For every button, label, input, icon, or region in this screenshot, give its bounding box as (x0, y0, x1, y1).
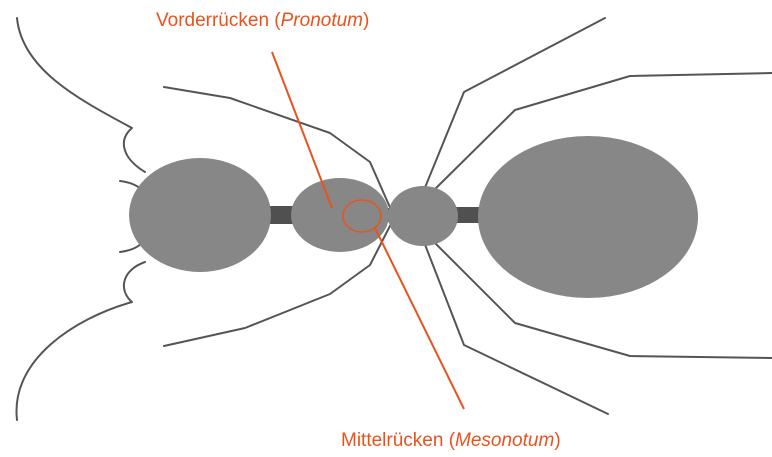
head (129, 158, 271, 272)
antenna-upper (16, 17, 146, 173)
middle-leg-upper (423, 17, 606, 191)
pronotum-label-suffix: ) (363, 10, 370, 31)
mesonotum-pointer-line (374, 227, 465, 410)
front-leg-upper (163, 86, 393, 213)
pronotum-segment (291, 178, 389, 252)
mesonotum-label-prefix: Mittelrücken ( (341, 430, 456, 451)
hind-leg-upper (429, 72, 772, 195)
gaster (478, 136, 698, 298)
petiole-segment (388, 186, 458, 246)
mesonotum-label: Mittelrücken (Mesonotum) (341, 431, 561, 450)
pronotum-label-prefix: Vorderrücken ( (156, 10, 281, 31)
pronotum-label-term: Pronotum (280, 10, 363, 31)
pronotum-label: Vorderrücken (Pronotum) (156, 11, 369, 30)
pronotum-pointer-line (271, 51, 333, 209)
front-leg-lower (163, 221, 393, 347)
mesonotum-label-suffix: ) (554, 430, 561, 451)
mesonotum-highlight-circle (342, 199, 382, 233)
antenna-lower (15, 261, 146, 421)
neck-connector (262, 206, 298, 224)
hind-leg-lower (429, 237, 772, 359)
middle-leg-lower (423, 241, 609, 415)
mesonotum-label-term: Mesonotum (455, 430, 555, 451)
